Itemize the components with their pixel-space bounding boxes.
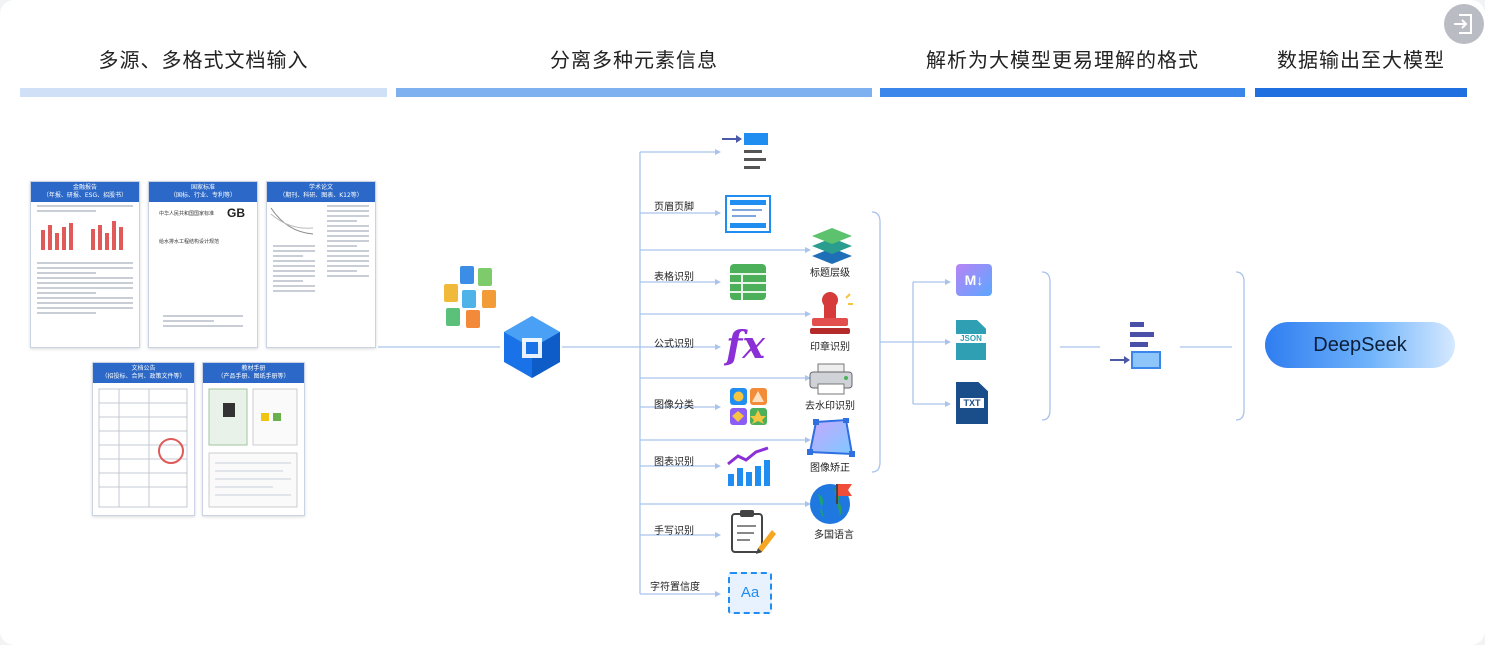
char-confidence-icon: Aa xyxy=(728,572,772,614)
doc-title: 国家标准 xyxy=(190,184,215,191)
layers-icon xyxy=(812,228,852,264)
doc-announcement: 文档公告（招投标、合同、政策文件等） xyxy=(92,362,195,516)
doc-subtitle: （期刊、科研、图表、K12等） xyxy=(279,192,363,199)
aa-glyph: Aa xyxy=(740,584,760,601)
stage-bar-input xyxy=(20,88,387,97)
image-classify-icon xyxy=(730,388,767,425)
standard-name: 给水排水工程结构设计规范 xyxy=(159,239,220,245)
processor-cube-icon xyxy=(504,316,560,378)
chart-icon xyxy=(727,446,770,486)
label-chart: 图表识别 xyxy=(654,457,694,468)
header-output: 数据输出至大模型 xyxy=(1277,48,1445,72)
manual-thumbnail-icon xyxy=(208,388,298,508)
formula-icon: fx xyxy=(726,322,766,367)
layout-analysis-icon xyxy=(722,133,768,169)
exit-icon xyxy=(1454,14,1472,34)
doc-manual: 教材手册（产品手册、图纸手册等） xyxy=(202,362,305,516)
stage-bar-parse xyxy=(880,88,1245,97)
label-table: 表格识别 xyxy=(654,272,694,283)
table-icon xyxy=(730,264,766,300)
label-image-correction: 图像矫正 xyxy=(810,463,850,474)
label-char-confidence: 字符置信度 xyxy=(650,582,700,593)
doc-title: 学术论文 xyxy=(308,184,333,191)
header-split: 分离多种元素信息 xyxy=(550,48,718,72)
txt-file-icon: TXT xyxy=(956,382,988,424)
standard-heading: 中华人民共和国国家标准 xyxy=(159,211,215,217)
label-title-level: 标题层级 xyxy=(810,268,850,279)
json-file-icon: JSON xyxy=(956,320,986,360)
label-watermark: 去水印识别 xyxy=(805,401,855,412)
label-header-footer: 页眉页脚 xyxy=(654,202,694,213)
txt-label: TXT xyxy=(960,398,984,408)
label-formula: 公式识别 xyxy=(654,339,694,350)
doc-subtitle: （招投标、合同、政策文件等） xyxy=(101,373,186,380)
form-table-thumbnail-icon xyxy=(98,388,188,508)
line-plot-thumbnail-icon xyxy=(270,207,314,235)
stamp-icon xyxy=(810,292,853,334)
doc-subtitle: （年报、研报、ESG、招股书） xyxy=(42,192,128,199)
header-input: 多源、多格式文档输入 xyxy=(98,48,309,72)
label-handwriting: 手写识别 xyxy=(654,526,694,537)
doc-title: 金融报告 xyxy=(72,184,97,191)
bar-chart-thumbnail-icon xyxy=(41,221,123,250)
stage-bar-split xyxy=(396,88,872,97)
label-multilingual: 多国语言 xyxy=(814,530,854,541)
structured-data-icon xyxy=(1110,322,1161,369)
doc-academic-paper: 学术论文（期刊、科研、图表、K12等） xyxy=(266,181,376,348)
deepseek-output-pill: DeepSeek xyxy=(1265,322,1455,368)
label-stamp: 印章识别 xyxy=(810,342,850,353)
globe-icon xyxy=(810,484,852,524)
header-parse: 解析为大模型更易理解的格式 xyxy=(926,48,1199,72)
image-correction-icon xyxy=(807,418,855,457)
doc-title: 文档公告 xyxy=(131,365,156,372)
red-seal-icon xyxy=(158,438,184,464)
doc-national-standard: 国家标准（国标、行业、专利等） GB 中华人民共和国国家标准 给水排水工程结构设… xyxy=(148,181,258,348)
header-footer-icon xyxy=(725,195,771,233)
watermark-icon xyxy=(809,363,853,395)
doc-subtitle: （产品手册、图纸手册等） xyxy=(217,373,290,380)
gb-mark: GB xyxy=(227,206,245,220)
json-label: JSON xyxy=(956,334,986,343)
doc-financial-report: 金融报告（年报、研报、ESG、招股书） xyxy=(30,181,140,348)
doc-title: 教材手册 xyxy=(241,365,266,372)
file-types-icon xyxy=(444,266,496,328)
exit-button[interactable] xyxy=(1444,4,1484,44)
markdown-icon: M↓ xyxy=(956,264,992,296)
label-image-classify: 图像分类 xyxy=(654,400,694,411)
doc-subtitle: （国标、行业、专利等） xyxy=(169,192,236,199)
stage-bar-output xyxy=(1255,88,1467,97)
handwriting-icon xyxy=(731,510,776,554)
